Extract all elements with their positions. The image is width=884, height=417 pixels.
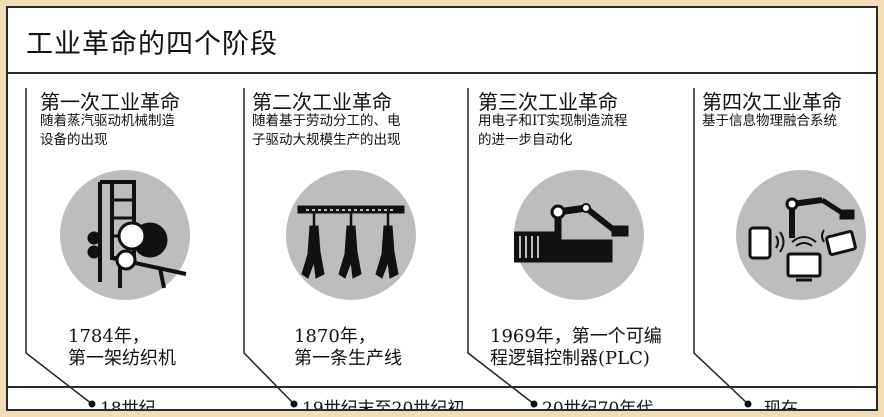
robot-arm-icon [514,203,629,263]
era-dot-1 [88,400,96,408]
textile-machine-icon [87,180,187,289]
stage-1-desc-line-1: 随着蒸汽驱动机械制造 [40,113,175,129]
stage-2-icon-circle [286,170,416,300]
stage-3-event-line-2: 程逻辑控制器(PLC) [490,348,650,369]
stage-2-desc-line-1: 随着基于劳动分工的、电 [252,113,401,129]
stage-2-event-line-2: 第一条生产线 [294,348,402,369]
stage-3-icon-circle [514,170,644,300]
stage-3: 第三次工业革命 用电子和IT实现制造流程 的进一步自动化 [476,78,691,378]
stage-2-description: 随着基于劳动分工的、电 子驱动大规模生产的出现 [252,112,401,150]
stage-1-event: 1784年， 第一架纺织机 [68,326,176,370]
era-label-3: 20世纪70年代 [542,399,654,411]
stage-2-desc-line-2: 子驱动大规模生产的出现 [252,132,401,148]
stage-3-description: 用电子和IT实现制造流程 的进一步自动化 [478,112,627,150]
stage-1-event-line-1: 1784年， [68,326,150,347]
stage-1-desc-line-2: 设备的出现 [40,132,108,148]
era-dot-3 [530,400,538,408]
era-label-2: 19世纪末至20世纪初 [302,399,465,411]
stage-3-title: 第三次工业革命 [478,90,618,114]
stage-4-description: 基于信息物理融合系统 [702,112,837,131]
timeline-baseline [8,386,876,388]
stage-3-desc-line-1: 用电子和IT实现制造流程 [478,113,628,129]
era-label-1: 18世纪 [100,399,156,411]
stage-4: 第四次工业革命 基于信息物理融合系统 [700,78,876,378]
stage-2-title: 第二次工业革命 [252,90,392,114]
stage-1-event-line-2: 第一架纺织机 [68,348,176,369]
stage-4-icon-circle [736,170,866,300]
diagram-title: 工业革命的四个阶段 [26,29,278,60]
stage-1-description: 随着蒸汽驱动机械制造 设备的出现 [40,112,175,150]
stage-2-event-line-1: 1870年， [294,326,376,347]
stage-3-desc-line-2: 的进一步自动化 [478,132,573,148]
stage-4-title: 第四次工业革命 [702,90,842,114]
era-dot-4 [744,400,752,408]
diagram-frame: 工业革命的四个阶段 第一次工业革命 随着蒸汽驱动机械制造 设备的出现 [6,6,878,411]
stage-4-desc-line-1: 基于信息物理融合系统 [702,113,837,129]
stage-1: 第一次工业革命 随着蒸汽驱动机械制造 设备的出现 [36,78,241,378]
connected-devices-icon [748,197,857,282]
stage-3-event-line-1: 1969年，第一个可编 [490,326,662,347]
stage-1-title: 第一次工业革命 [40,90,180,114]
production-line-icon [297,205,405,279]
era-label-4: 现在 [764,399,798,411]
stage-1-icon-circle [60,170,190,300]
title-divider [8,72,876,74]
stage-2: 第二次工业革命 随着基于劳动分工的、电 子驱动大规模生产的出现 1870年 [252,78,467,378]
era-dot-2 [290,400,298,408]
stage-2-event: 1870年， 第一条生产线 [294,326,402,370]
stage-3-event: 1969年，第一个可编 程逻辑控制器(PLC) [490,326,662,370]
